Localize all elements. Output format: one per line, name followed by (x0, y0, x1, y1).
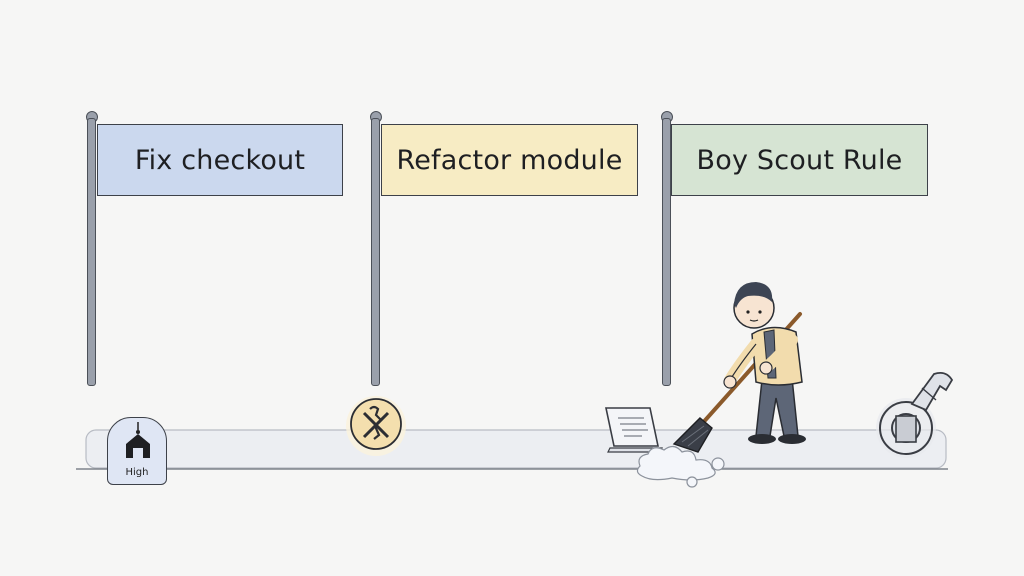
up-arrow-house-icon (126, 422, 150, 458)
flag-pole-3 (662, 118, 671, 386)
flag-refactor-module: Refactor module (381, 124, 638, 196)
flag-pole-1 (87, 118, 96, 386)
flag-label-1: Fix checkout (134, 144, 306, 176)
broom-icon (672, 417, 713, 453)
flag-boy-scout-rule: Boy Scout Rule (671, 124, 928, 196)
flag-label-2: Refactor module (396, 144, 623, 176)
flag-label-3: Boy Scout Rule (696, 144, 903, 176)
laptop-icon (605, 407, 663, 453)
wrench-gear-icon (876, 371, 954, 458)
badge-label: High (125, 467, 149, 478)
dust-cloud-icon (636, 445, 725, 488)
no-refactor-icon (346, 396, 406, 456)
flag-pole-2 (371, 118, 380, 386)
flag-fix-checkout: Fix checkout (97, 124, 343, 196)
person-sweeping-illustration (672, 282, 806, 453)
priority-badge-high: High (107, 417, 167, 485)
